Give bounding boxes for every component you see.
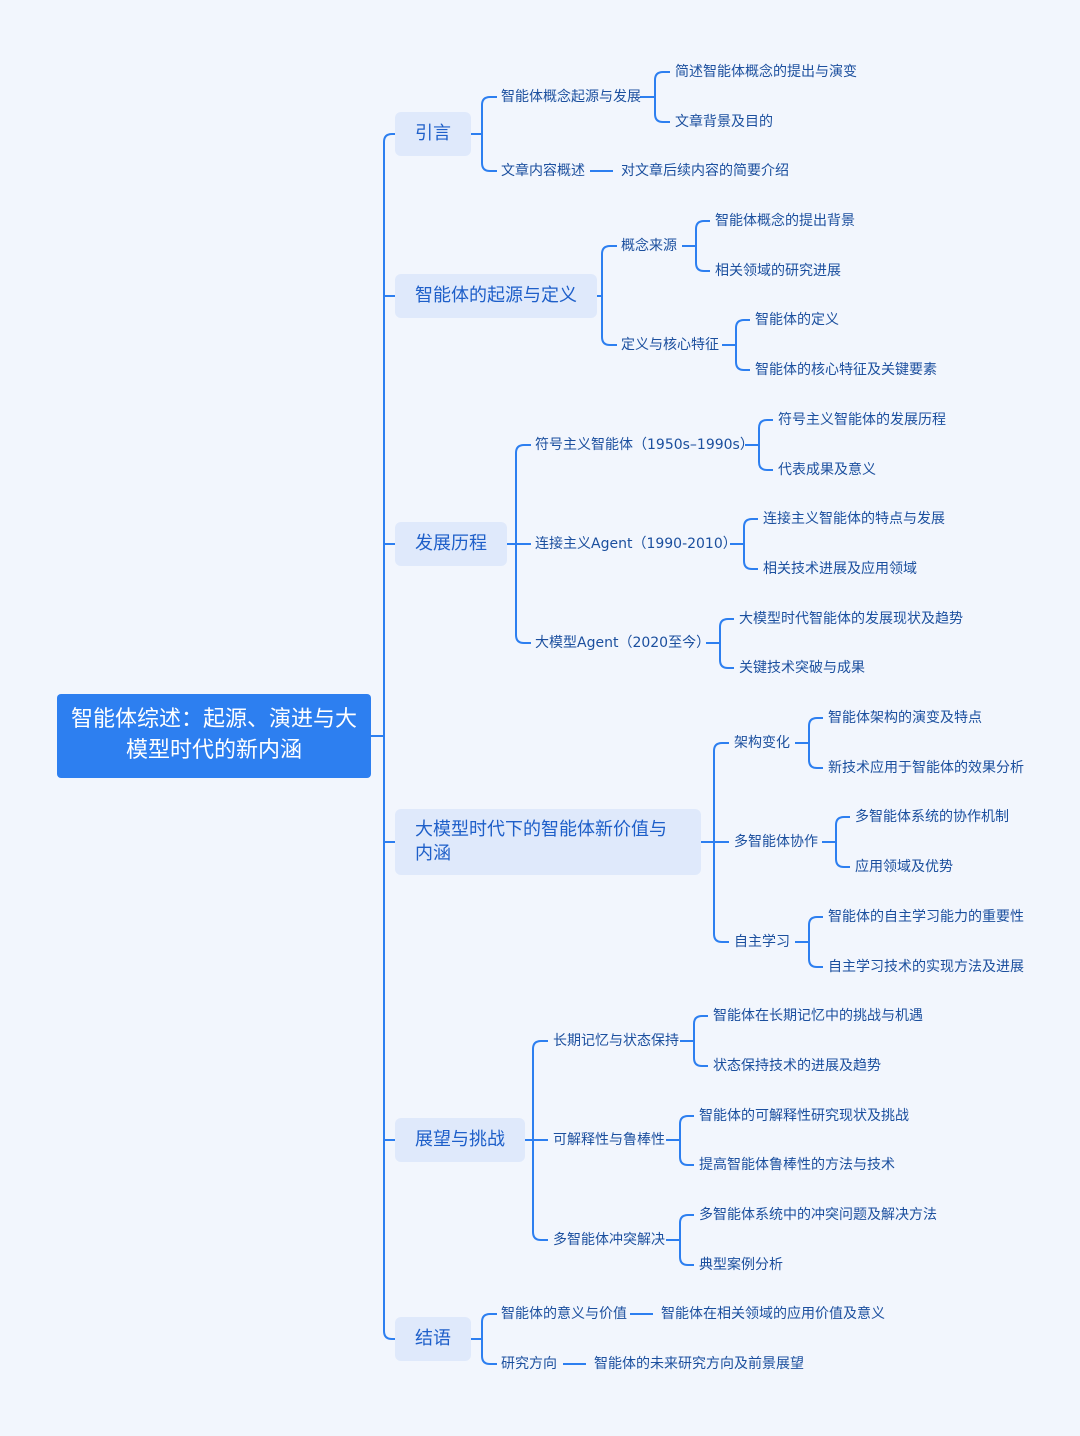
sub-node: 智能体的意义与价值 xyxy=(501,1306,627,1322)
root-node: 智能体综述：起源、演进与大模型时代的新内涵 xyxy=(57,694,371,778)
leaf-node: 智能体的定义 xyxy=(755,312,839,328)
leaf-node: 智能体的可解释性研究现状及挑战 xyxy=(699,1108,909,1124)
leaf-node: 状态保持技术的进展及趋势 xyxy=(713,1058,881,1074)
leaf-node: 智能体概念的提出背景 xyxy=(715,213,855,229)
sub-node: 自主学习 xyxy=(734,934,790,950)
branch-history: 发展历程 xyxy=(395,522,507,566)
sub-node: 连接主义Agent（1990-2010） xyxy=(535,536,737,552)
sub-node: 定义与核心特征 xyxy=(621,337,719,353)
leaf-node: 多智能体系统中的冲突问题及解决方法 xyxy=(699,1207,937,1223)
leaf-node: 智能体架构的演变及特点 xyxy=(828,710,982,726)
branch-outlook: 展望与挑战 xyxy=(395,1118,525,1162)
branch-origin-definition: 智能体的起源与定义 xyxy=(395,274,597,318)
sub-node: 符号主义智能体（1950s–1990s） xyxy=(535,437,754,453)
leaf-node: 相关技术进展及应用领域 xyxy=(763,561,917,577)
branch-llm-era: 大模型时代下的智能体新价值与内涵 xyxy=(395,809,701,875)
leaf-node: 智能体的自主学习能力的重要性 xyxy=(828,909,1024,925)
sub-node: 研究方向 xyxy=(501,1356,557,1372)
leaf-node: 简述智能体概念的提出与演变 xyxy=(675,64,857,80)
leaf-node: 智能体的核心特征及关键要素 xyxy=(755,362,937,378)
sub-node: 长期记忆与状态保持 xyxy=(553,1033,679,1049)
branch-intro: 引言 xyxy=(395,112,471,156)
sub-node: 多智能体协作 xyxy=(734,834,818,850)
root-label: 智能体综述：起源、演进与大模型时代的新内涵 xyxy=(70,707,357,763)
leaf-node: 新技术应用于智能体的效果分析 xyxy=(828,760,1024,776)
sub-node: 多智能体冲突解决 xyxy=(553,1232,665,1248)
leaf-node: 智能体在长期记忆中的挑战与机遇 xyxy=(713,1008,923,1024)
sub-node: 文章内容概述 xyxy=(501,163,585,179)
leaf-node: 代表成果及意义 xyxy=(778,462,876,478)
leaf-node: 对文章后续内容的简要介绍 xyxy=(621,163,789,179)
leaf-node: 多智能体系统的协作机制 xyxy=(855,809,1009,825)
leaf-node: 典型案例分析 xyxy=(699,1257,783,1273)
sub-node: 可解释性与鲁棒性 xyxy=(553,1132,665,1148)
leaf-node: 智能体在相关领域的应用价值及意义 xyxy=(661,1306,885,1322)
sub-node: 大模型Agent（2020至今） xyxy=(535,635,711,651)
leaf-node: 文章背景及目的 xyxy=(675,114,773,130)
leaf-node: 应用领域及优势 xyxy=(855,859,953,875)
leaf-node: 大模型时代智能体的发展现状及趋势 xyxy=(739,611,963,627)
sub-node: 概念来源 xyxy=(621,238,677,254)
sub-node: 架构变化 xyxy=(734,735,790,751)
branch-conclusion: 结语 xyxy=(395,1317,471,1361)
leaf-node: 自主学习技术的实现方法及进展 xyxy=(828,959,1024,975)
leaf-node: 相关领域的研究进展 xyxy=(715,263,841,279)
leaf-node: 符号主义智能体的发展历程 xyxy=(778,412,946,428)
leaf-node: 智能体的未来研究方向及前景展望 xyxy=(594,1356,804,1372)
leaf-node: 提高智能体鲁棒性的方法与技术 xyxy=(699,1157,895,1173)
sub-node: 智能体概念起源与发展 xyxy=(501,89,641,105)
leaf-node: 关键技术突破与成果 xyxy=(739,660,865,676)
leaf-node: 连接主义智能体的特点与发展 xyxy=(763,511,945,527)
